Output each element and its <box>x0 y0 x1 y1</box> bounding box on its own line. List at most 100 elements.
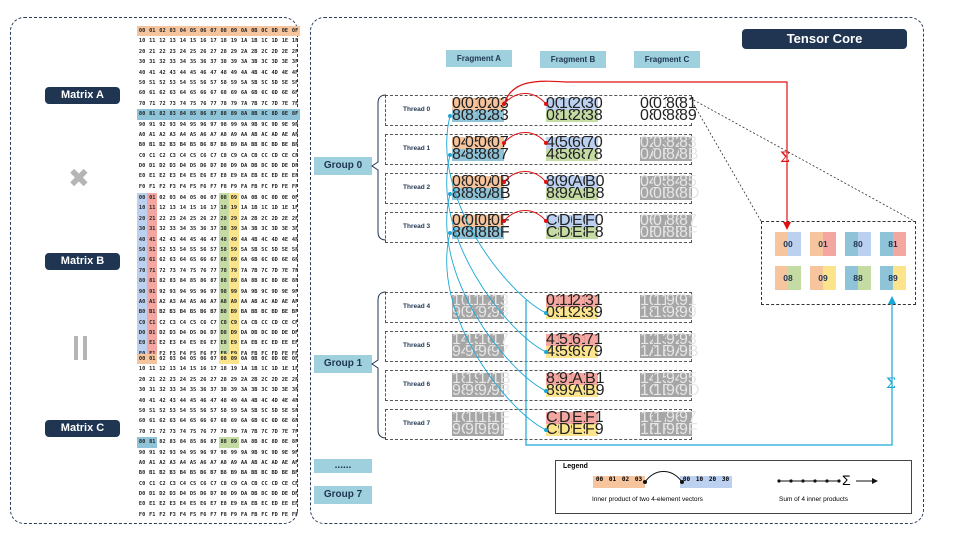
matrix-a-cell: AA <box>240 131 248 138</box>
matrix-c-cell: 60 <box>138 418 146 425</box>
matrix-a-cell: 26 <box>200 48 207 55</box>
matrix-c-cell: 41 <box>149 397 156 404</box>
matrix-c-cell: CA <box>240 480 248 487</box>
matrix-a-cell: 0F <box>290 26 301 37</box>
matrix-c-cell: B3 <box>169 470 176 477</box>
matrix-b-cell: 41 <box>147 234 158 245</box>
matrix-b-cell: 10 <box>137 203 148 214</box>
matrix-a-cell: 3C <box>261 59 268 66</box>
matrix-c-cell: 45 <box>189 397 197 404</box>
matrix-a-cell: E5 <box>189 173 197 180</box>
red-sigma-icon: Σ <box>780 150 790 166</box>
matrix-b-cell: 80 <box>137 276 148 287</box>
matrix-b-cell: 86 <box>200 278 207 285</box>
matrix-a-cell: B5 <box>189 142 197 149</box>
matrix-c-cell: 2A <box>240 376 248 383</box>
matrix-b-cell: C2 <box>159 319 166 326</box>
matrix-a-cell: 91 <box>149 121 156 128</box>
matrix-b-cell: D0 <box>137 328 148 339</box>
matrix-b-cell: B9 <box>228 307 239 318</box>
matrix-a-cell: 66 <box>200 90 207 97</box>
matrix-c-cell: DD <box>271 491 278 498</box>
matrix-b-cell: 7C <box>261 267 268 274</box>
matrix-b-cell: E0 <box>137 338 148 349</box>
legend-box <box>555 460 912 514</box>
matrix-a-cell: A4 <box>179 131 187 138</box>
matrix-c-cell: 56 <box>200 407 207 414</box>
tensor-core-title: Tensor Core <box>742 29 907 49</box>
matrix-b-cell: D3 <box>169 330 176 337</box>
matrix-c-cell: F4 <box>179 511 187 518</box>
matrix-a-cell: 51 <box>149 79 156 86</box>
matrix-a-cell: 36 <box>200 59 207 66</box>
matrix-a-cell: A7 <box>210 131 217 138</box>
matrix-a-cell: 3D <box>271 59 278 66</box>
matrix-c-cell: 5B <box>251 407 258 414</box>
matrix-b-cell: 11 <box>147 203 158 214</box>
matrix-a-cell: CD <box>271 152 278 159</box>
matrix-b-cell: 64 <box>179 257 187 264</box>
matrix-a-cell: 98 <box>220 121 227 128</box>
matrix-b-cell: 5A <box>240 246 248 253</box>
legend-cell: 03 <box>632 476 645 488</box>
matrix-b-cell: 8D <box>271 278 278 285</box>
matrix-a-cell: 5E <box>281 79 289 86</box>
matrix-b-cell: 8B <box>251 278 258 285</box>
matrix-a-cell: 46 <box>200 69 207 76</box>
matrix-a-cell: E3 <box>169 173 176 180</box>
matrix-c-cell: 75 <box>189 428 197 435</box>
matrix-a-cell: 12 <box>159 38 166 45</box>
matrix-a-cell: 8E <box>279 109 290 120</box>
matrix-a-cell: 52 <box>159 79 166 86</box>
legend-sum-dot <box>789 479 793 483</box>
matrix-c-cell: D1 <box>149 491 156 498</box>
matrix-a-cell: 0A <box>239 26 250 37</box>
matrix-a-cell: 9B <box>251 121 258 128</box>
matrix-b-label: Matrix B <box>45 253 120 270</box>
matrix-b-cell: 72 <box>159 267 166 274</box>
matrix-b-cell: B2 <box>159 309 166 316</box>
matrix-b-cell: AC <box>261 298 268 305</box>
matrix-c-cell: A1 <box>149 459 156 466</box>
matrix-a-cell: 1C <box>261 38 268 45</box>
matrix-c-cell: 4B <box>251 397 258 404</box>
matrix-a-cell: 03 <box>167 26 178 37</box>
matrix-b-cell: EC <box>261 340 268 347</box>
matrix-c-cell: 81 <box>147 437 158 448</box>
matrix-c-cell: BA <box>240 470 248 477</box>
matrix-b-cell: BB <box>251 309 258 316</box>
matrix-c-cell: 26 <box>200 376 207 383</box>
matrix-b-cell: 37 <box>210 226 217 233</box>
matrix-b-cell: 17 <box>210 205 217 212</box>
matrix-b-cell: 23 <box>169 215 176 222</box>
matrix-a-cell: BC <box>261 142 268 149</box>
matrix-c-cell: 67 <box>210 418 217 425</box>
matrix-b-cell: 3C <box>261 226 268 233</box>
matrix-b-cell: AD <box>271 298 278 305</box>
matrix-c-cell: E3 <box>169 501 176 508</box>
matrix-b-cell: 1C <box>261 205 268 212</box>
matrix-a-cell: 82 <box>157 109 168 120</box>
matrix-a-cell: 00 <box>137 26 148 37</box>
matrix-a-cell: 4C <box>261 69 268 76</box>
group-7-label: Group 7 <box>314 486 372 504</box>
matrix-a-cell: 1D <box>271 38 278 45</box>
matrix-c-cell: CC <box>261 480 268 487</box>
matrix-c-cell: AB <box>251 459 258 466</box>
matrix-b-cell: 42 <box>159 236 166 243</box>
matrix-c-cell: 1D <box>271 366 278 373</box>
matrix-b-cell: B6 <box>200 309 207 316</box>
matrix-b-cell: 38 <box>218 224 229 235</box>
cyan-line-dot <box>448 231 452 235</box>
matrix-b-cell: 77 <box>210 267 217 274</box>
matrix-c-cell: 53 <box>169 407 176 414</box>
zoom-connector <box>689 97 915 222</box>
matrix-a-cell: A2 <box>159 131 166 138</box>
matrix-b-cell: 3A <box>240 226 248 233</box>
